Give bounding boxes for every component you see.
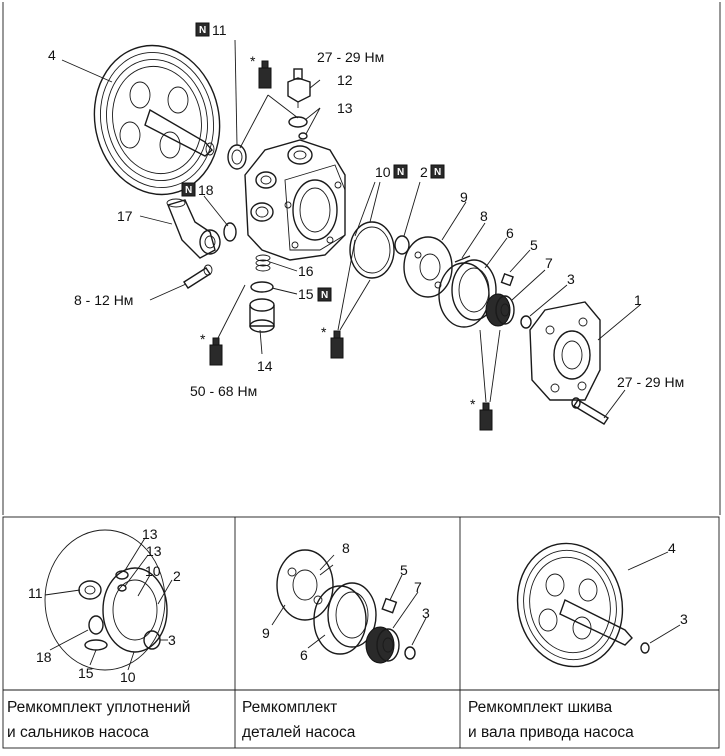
gasket-part-2 [394,235,410,255]
torque-bolt-17: 8 - 12 Нм [74,292,133,308]
callout-7: 7 [545,255,553,271]
kit2-callout-9: 9 [262,625,270,641]
cover-bolt [571,397,609,425]
kit2-callout-6: 6 [300,647,308,663]
callout-15: 15 [298,286,314,302]
o-ring-part-15 [250,281,274,293]
kit1-caption-line2: и сальников насоса [7,724,149,741]
spring-part-16 [255,254,271,272]
kit2-caption-line1: Ремкомплект [242,699,337,716]
rotor-part-7 [485,293,515,327]
kit1-caption-line1: Ремкомплект уплотнений [7,699,190,716]
kit1-callout-3: 3 [168,632,176,648]
pressure-switch-part-12 [287,68,311,108]
kit1-callout-2: 2 [173,568,181,584]
suction-connector-part-17 [166,198,221,259]
new-part-mark: N [185,185,192,196]
pump-body [244,139,346,261]
kit3-callout-4: 4 [668,540,676,556]
pulley-part-4 [93,44,221,196]
callout-16: 16 [298,263,314,279]
callout-2: 2 [420,164,428,180]
new-part-mark: N [397,167,404,178]
plug-part-14 [249,298,275,333]
kit1-callout-10b: 10 [120,669,136,685]
new-part-badge-2: N [430,164,445,179]
grease-tube-icon: * [321,324,344,359]
new-part-mark: N [199,25,206,36]
callout-3: 3 [567,271,575,287]
grease-mark-1: * [250,53,256,69]
callout-13: 13 [337,100,353,116]
callout-18: 18 [198,182,214,198]
torque-bolt-1: 27 - 29 Нм [617,374,684,390]
callout-14: 14 [257,358,273,374]
leader-lines [61,39,641,419]
kit2-callout-8: 8 [342,540,350,556]
new-part-mark: N [321,290,328,301]
callout-4: 4 [48,47,56,63]
kit-pulley-illustration [516,542,681,668]
callout-11: 11 [212,22,227,38]
kit3-callout-3: 3 [680,611,688,627]
torque-part-14: 50 - 68 Нм [190,383,257,399]
torque-part-12: 27 - 29 Нм [317,49,384,65]
kit-seals-illustration [44,529,173,671]
kit2-callout-5: 5 [400,562,408,578]
pin-part-8 [454,255,471,263]
kit1-callout-13a: 13 [142,526,158,542]
grease-tube-icon: * [470,396,493,431]
oil-seal-part-11 [227,144,247,170]
o-ring-part-18 [223,222,237,242]
callout-8: 8 [480,208,488,224]
snap-ring-part-3 [520,315,532,329]
callout-1: 1 [634,292,642,308]
new-part-badge-15: N [317,287,332,302]
kit3-caption-line2: и вала привода насоса [468,724,634,741]
bolt-connector [183,264,213,289]
new-part-badge-18: N [181,182,196,197]
grease-tube-icon: * [250,53,272,89]
kit1-callout-18: 18 [36,649,52,665]
callout-12: 12 [337,72,353,88]
callout-6: 6 [506,225,514,241]
cam-ring-part-6 [438,259,497,328]
callout-10: 10 [375,164,391,180]
kit2-callout-7: 7 [414,579,422,595]
pump-cover-part-1 [529,301,601,401]
o-rings-part-13 [288,116,308,140]
vane-part-5 [500,272,514,287]
kit1-callout-15: 15 [78,665,94,681]
new-part-mark: N [434,167,441,178]
grease-mark-3: * [321,324,327,340]
grease-mark-4: * [470,396,476,412]
kit2-callout-3: 3 [422,605,430,621]
kit-parts-illustration [271,549,427,664]
new-part-badge-11: N [195,22,210,37]
kit1-callout-13b: 13 [146,543,162,559]
callout-9: 9 [460,189,468,205]
kits-frame [2,516,720,749]
kit1-callout-11: 11 [28,585,43,601]
grease-tube-icon: * [200,331,223,366]
grease-mark-2: * [200,331,206,347]
callout-5: 5 [530,237,538,253]
kit1-callout-10a: 10 [145,563,161,579]
callout-17: 17 [117,208,133,224]
new-part-badge-10: N [393,164,408,179]
kit3-caption-line1: Ремкомплект шкива [468,699,613,716]
kits-panel [2,516,720,749]
o-rings-part-10 [349,221,395,279]
kit2-caption-line2: деталей насоса [242,724,356,741]
cam-plate-part-9 [403,236,453,298]
